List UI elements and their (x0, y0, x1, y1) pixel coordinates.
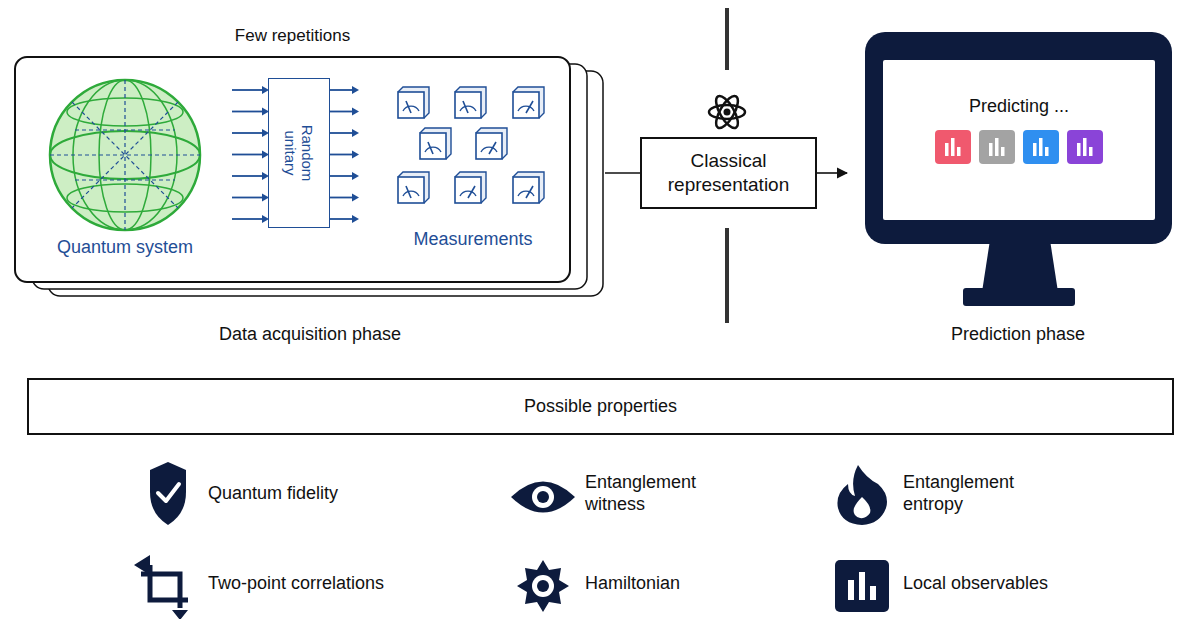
atom-icon (709, 93, 745, 131)
monitor-screen: Predicting ... (865, 32, 1172, 244)
property-label: Entanglement witness (585, 472, 725, 515)
gear-icon (517, 560, 569, 612)
phase-label: Prediction phase (951, 324, 1085, 346)
phase-label: Data acquisition phase (219, 324, 401, 346)
property-label: Local observables (903, 573, 1048, 595)
component-label: Quantum system (57, 237, 193, 259)
property-label: Two-point correlations (208, 573, 384, 595)
eye-icon (511, 482, 575, 513)
acquisition-card: Few repetitionsRandom unitary (15, 57, 605, 297)
chart-icons (935, 130, 1103, 164)
property-label: Entanglement entropy (903, 472, 1043, 515)
node-label: Possible properties (524, 395, 677, 418)
connector (605, 172, 640, 174)
monitor (865, 32, 1172, 306)
node-label: Predicting ... (883, 96, 1155, 117)
divider (725, 8, 729, 70)
process-box: Classical representation (640, 137, 817, 209)
heading: Few repetitions (15, 26, 570, 46)
quantum-sphere (50, 80, 200, 230)
property-label: Hamiltonian (585, 573, 680, 595)
chart-icon (835, 560, 889, 612)
unitary-box: Random unitary (268, 78, 330, 228)
divider (725, 228, 729, 323)
property-icons (134, 462, 889, 619)
component-label: Measurements (413, 229, 532, 251)
heading-box: Possible properties (27, 378, 1174, 435)
measurement-meters (398, 87, 544, 203)
card-front (15, 57, 570, 282)
node-label: Classical representation (652, 149, 805, 197)
flame-icon (837, 465, 887, 525)
connector (817, 172, 847, 174)
shield-icon (150, 462, 186, 525)
property-label: Quantum fidelity (208, 483, 338, 505)
node-label: Random unitary (282, 113, 317, 193)
